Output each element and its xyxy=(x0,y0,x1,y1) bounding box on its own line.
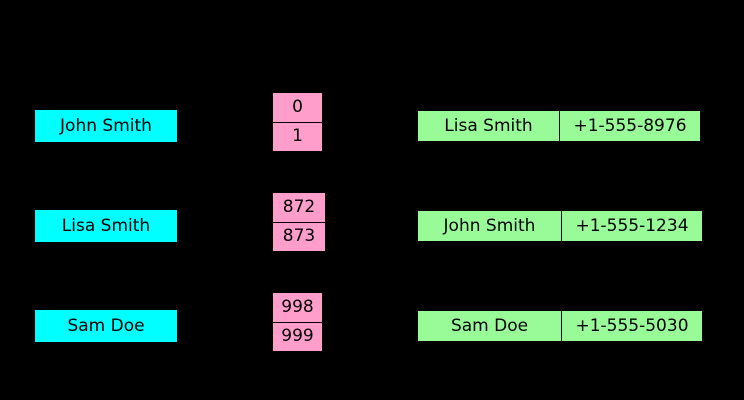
record-name-cell: Sam Doe xyxy=(418,311,561,341)
record-name-cell: Lisa Smith xyxy=(418,111,559,141)
slot-index-label: 873 xyxy=(282,226,316,247)
slot-index-label: 872 xyxy=(282,196,316,217)
key-label-1: John Smith xyxy=(60,115,152,136)
record-phone-cell: +1-555-1234 xyxy=(561,211,702,241)
record-name-label: Lisa Smith xyxy=(444,115,533,136)
record-phone-label: +1-555-1234 xyxy=(575,215,689,236)
slot-cell-998[interactable]: 998 xyxy=(273,293,322,322)
key-box-2[interactable]: Lisa Smith xyxy=(35,210,177,242)
record-row-1[interactable]: Lisa Smith +1-555-8976 xyxy=(417,110,701,142)
slot-index-label: 999 xyxy=(281,326,314,347)
record-phone-cell: +1-555-5030 xyxy=(561,311,702,341)
slot-index-label: 998 xyxy=(281,296,314,317)
record-phone-cell: +1-555-8976 xyxy=(559,111,700,141)
record-phone-label: +1-555-5030 xyxy=(575,315,689,336)
slot-index-label: 1 xyxy=(292,126,303,147)
record-name-label: John Smith xyxy=(443,215,536,236)
record-name-label: Sam Doe xyxy=(450,315,529,336)
key-box-3[interactable]: Sam Doe xyxy=(35,310,177,342)
record-phone-label: +1-555-8976 xyxy=(573,115,687,136)
record-row-3[interactable]: Sam Doe +1-555-5030 xyxy=(417,310,703,342)
key-box-1[interactable]: John Smith xyxy=(35,110,177,142)
slot-group-2: 872 873 xyxy=(272,192,326,252)
key-label-2: Lisa Smith xyxy=(61,215,151,236)
slot-cell-999[interactable]: 999 xyxy=(273,321,322,351)
key-label-3: Sam Doe xyxy=(67,315,145,336)
record-row-2[interactable]: John Smith +1-555-1234 xyxy=(417,210,703,242)
slot-cell-873[interactable]: 873 xyxy=(273,221,325,251)
slot-index-label: 0 xyxy=(292,96,303,117)
slot-cell-0[interactable]: 0 xyxy=(273,93,322,122)
slot-cell-1[interactable]: 1 xyxy=(273,121,322,151)
record-name-cell: John Smith xyxy=(418,211,561,241)
slot-group-1: 0 1 xyxy=(272,92,323,152)
slot-cell-872[interactable]: 872 xyxy=(273,193,325,222)
slot-group-3: 998 999 xyxy=(272,292,323,352)
